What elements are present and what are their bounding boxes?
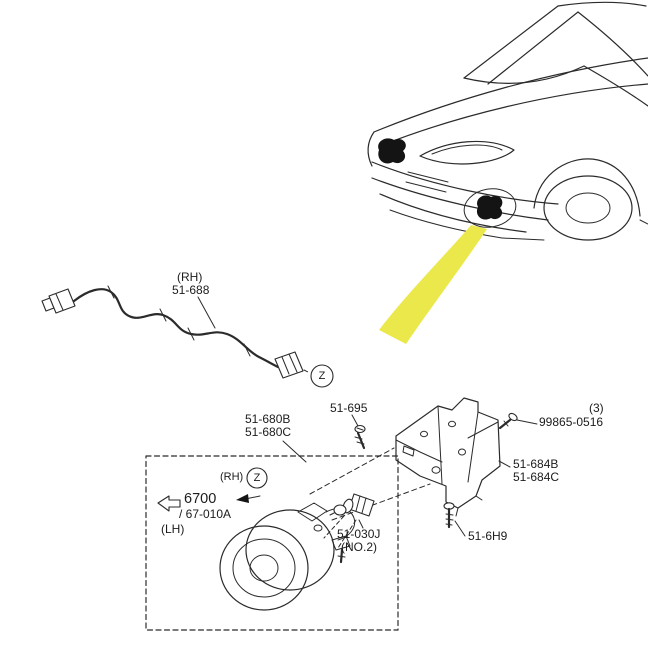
assembly-dash-line-2 (331, 483, 431, 521)
bulb-part-number: 51-030J (337, 527, 381, 541)
foglamp-highlight-circle (463, 188, 517, 228)
catalog-ref-side: (LH) (161, 522, 185, 536)
harness-connector-right (274, 351, 304, 379)
screw-51-695 (351, 414, 366, 450)
clip-part-number: 99865-0516 (539, 415, 604, 429)
catalog-ref-code: 6700 (184, 491, 217, 507)
bolt-part-number: 51-6H9 (468, 529, 508, 543)
screw-99865-0516 (498, 412, 538, 430)
harness-connector-left (48, 288, 76, 314)
lamp-housing (245, 509, 335, 591)
lamp-side-label: (RH) (220, 471, 244, 483)
bulb-drawing (323, 493, 375, 549)
bolt-51-6H9 (443, 502, 466, 537)
bracket-drawing (395, 397, 501, 517)
screw-51-695-leader (351, 414, 359, 427)
ref-arrowhead (236, 494, 249, 503)
wheel-arch (533, 158, 641, 217)
lamp-label-leader (282, 440, 307, 463)
fog-lamp-drawing (219, 502, 356, 611)
lamp-part-number-c: 51-680C (245, 425, 292, 439)
car-illustration (367, 1, 648, 241)
bracket-part-number-c: 51-684C (513, 470, 560, 484)
bulb-label-leader (358, 519, 364, 529)
lamp-part-number-b: 51-680B (245, 412, 291, 426)
assembly-dash-line-1 (309, 447, 395, 495)
catalog-ref-pointer-icon (157, 495, 181, 512)
zone-marker-lamp: Z (253, 472, 261, 484)
highlight-swoosh (379, 225, 487, 344)
clip-quantity: (3) (589, 401, 604, 415)
zone-marker-circle-lamp (246, 467, 268, 489)
detail-box (145, 455, 399, 631)
headlamp-outline (419, 140, 515, 165)
catalog-ref-section: / 67-010A (179, 507, 232, 521)
bracket-part-number-b: 51-684B (513, 457, 559, 471)
tire (543, 175, 633, 241)
screw-part-number: 51-695 (330, 401, 368, 415)
harness-side-label: (RH) (177, 270, 203, 284)
bolt-51-6H9-leader (454, 520, 466, 537)
foglamp-location-blob-right (476, 195, 503, 220)
zone-marker-circle-harness (310, 364, 334, 388)
bracket-label-leader (498, 460, 511, 468)
screw-99865-leader (516, 419, 538, 425)
lamp-bezel (219, 525, 309, 611)
wheel-hub (565, 192, 611, 224)
harness-label-leader (197, 296, 216, 329)
zone-marker-harness: Z (318, 370, 326, 382)
bulb-position-note: (NO.2) (341, 540, 377, 554)
harness-drawing (41, 285, 334, 388)
lamp-lens (232, 538, 296, 598)
harness-part-number: 51-688 (172, 283, 210, 297)
foglamp-location-blob-left (378, 138, 406, 164)
harness-wire (72, 288, 280, 369)
